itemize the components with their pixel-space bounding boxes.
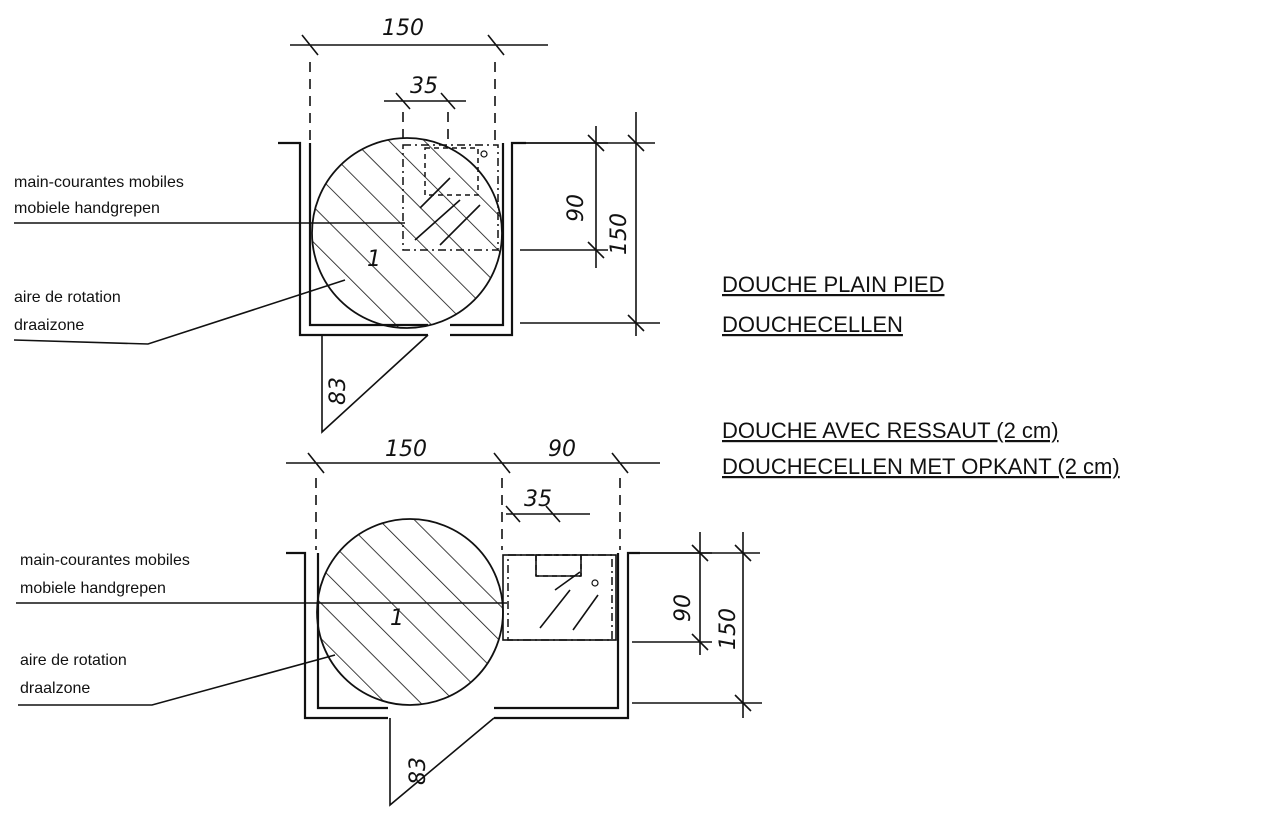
top-labels: main-courantes mobiles mobiele handgrepe… (13, 174, 405, 345)
top-zone-number: 1 (367, 247, 381, 272)
bottom-width-label: 150 (385, 437, 427, 462)
top-handrails-label-fr: main-courantes mobiles (14, 174, 184, 191)
bottom-door-label: 83 (406, 757, 431, 785)
bottom-shower-area (502, 554, 617, 641)
bottom-labels: main-courantes mobiles mobiele handgrepe… (16, 552, 507, 706)
bottom-depth150-label: 150 (716, 608, 741, 650)
bottom-rotation-label-fr: aire de rotation (20, 652, 127, 669)
bottom-depth-dimensions: 90 150 (632, 532, 762, 718)
top-title-fr: DOUCHE PLAIN PIED (722, 272, 945, 297)
top-depth90-label: 90 (564, 194, 589, 222)
top-handrails-label-nl: mobiele handgrepen (14, 200, 160, 217)
bottom-rotation-label-nl: draalzone (20, 680, 90, 697)
bottom-rotation-circle: 1 (316, 518, 504, 706)
bottom-handrails-label-fr: main-courantes mobiles (20, 552, 190, 569)
top-shower-area (402, 144, 499, 251)
top-rotation-label-nl: draaizone (14, 317, 84, 334)
top-seat-dimension: 35 (384, 74, 466, 142)
top-width-label: 150 (382, 16, 424, 41)
top-rotation-label-fr: aire de rotation (14, 289, 121, 306)
top-plan: 150 35 1 (13, 16, 660, 434)
bottom-title-fr: DOUCHE AVEC RESSAUT (2 cm) (722, 418, 1059, 443)
bottom-seat-label: 35 (524, 487, 552, 512)
bottom-plan: 150 90 35 1 (16, 437, 762, 807)
top-door-label: 83 (326, 377, 351, 405)
bottom-depth90-label: 90 (671, 594, 696, 622)
bottom-handrails-label-nl: mobiele handgrepen (20, 580, 166, 597)
bottom-zone-number: 1 (390, 606, 404, 631)
bottom-title-nl: DOUCHECELLEN MET OPKANT (2 cm) (722, 454, 1120, 479)
top-width-dimension: 150 (290, 16, 548, 140)
top-door-swing: 83 (321, 334, 429, 434)
bottom-shower-label: 90 (548, 437, 576, 462)
top-seat-label: 35 (410, 74, 438, 99)
top-title-nl: DOUCHECELLEN (722, 312, 903, 337)
titles: DOUCHE PLAIN PIED DOUCHECELLEN DOUCHE AV… (722, 272, 1120, 479)
bottom-seat-dimension: 35 (505, 487, 590, 523)
bottom-door-swing: 83 (389, 717, 495, 807)
top-rotation-circle: 1 (311, 137, 503, 329)
top-depth-dimensions: 90 150 (518, 112, 660, 336)
top-depth150-label: 150 (607, 213, 632, 255)
bottom-width-dimension: 150 90 (286, 437, 660, 550)
